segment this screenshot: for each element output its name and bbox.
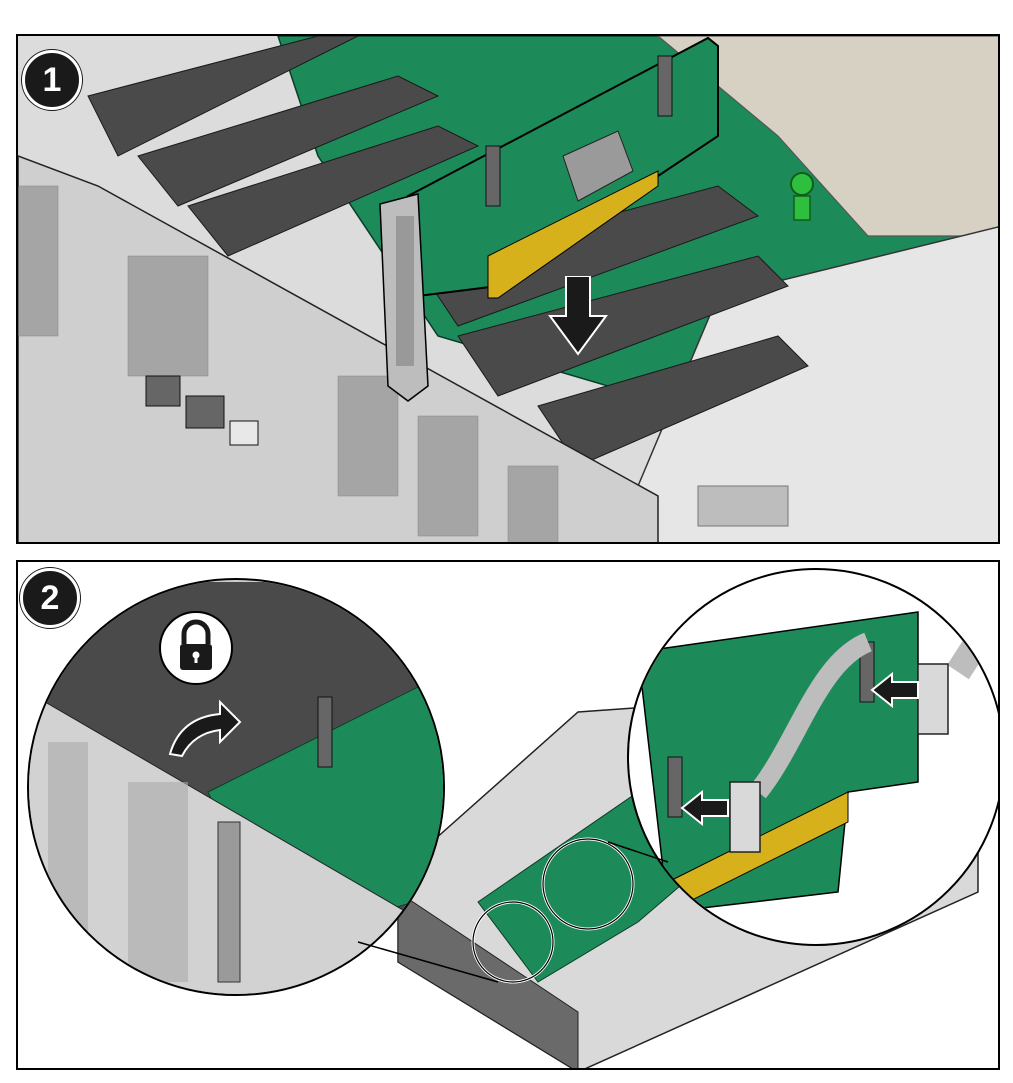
arrow-down-icon [548,276,608,356]
arrow-left-icon [870,672,919,708]
step-1-illustration [18,36,998,542]
step-2-badge: 2 [20,568,80,628]
zoom-detail-bracket [27,578,445,996]
step-2-panel [16,560,1000,1070]
lock-icon [159,611,233,685]
step-1-badge: 1 [22,50,82,110]
pcie-card [379,36,719,402]
arrow-left-icon [680,790,729,826]
zoom-detail-cables [627,568,998,946]
curved-arrow-icon [168,699,242,758]
step-1-panel [16,34,1000,544]
release-button [790,172,814,196]
